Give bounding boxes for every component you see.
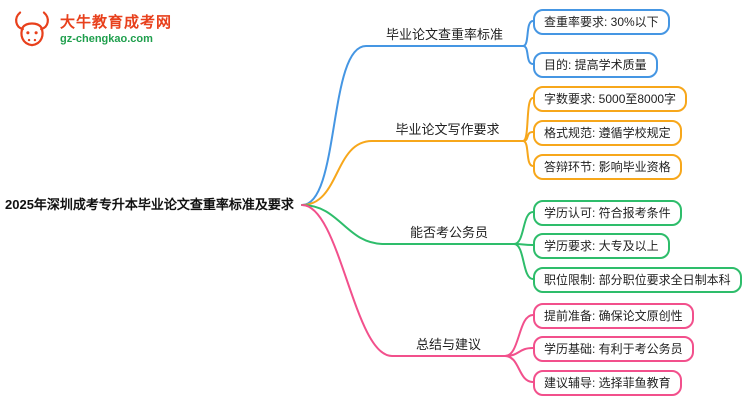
leaf-node: 建议辅导: 选择菲鱼教育 [533, 370, 682, 396]
leaf-node: 答辩环节: 影响毕业资格 [533, 154, 682, 180]
leaf-node: 查重率要求: 30%以下 [533, 9, 670, 35]
connector-branch2-leaf2 [522, 131, 534, 142]
leaf-node: 目的: 提高学术质量 [533, 52, 658, 78]
leaf-node: 职位限制: 部分职位要求全日制本科 [533, 267, 742, 293]
site-domain: gz-chengkao.com [60, 32, 153, 45]
connector-branch2-leaf3 [522, 140, 534, 167]
leaf-node: 字数要求: 5000至8000字 [533, 86, 688, 112]
connector-root-to-branch-4 [301, 204, 506, 357]
connector-root-to-branch-3 [301, 204, 515, 245]
connector-branch4-leaf1 [504, 314, 534, 357]
brand-name: 大牛教育成考网 [60, 13, 173, 31]
branch-1-connector-group [301, 20, 534, 206]
connector-branch3-leaf1 [513, 211, 534, 245]
connector-branch1-leaf1 [522, 20, 534, 47]
leaf-node: 格式规范: 遵循学校规定 [533, 120, 682, 146]
branch-writing-requirements: 毕业论文写作要求 [395, 122, 500, 137]
connector-branch1-leaf2 [522, 45, 534, 65]
branch-summary-suggestions: 总结与建议 [415, 337, 481, 352]
connector-branch3-leaf3 [513, 243, 534, 280]
connector-branch4-leaf2 [504, 347, 534, 357]
branch-civil-service-eligibility: 能否考公务员 [409, 225, 488, 240]
branch-3-connector-group [301, 204, 534, 280]
branch-4-connector-group [301, 204, 534, 383]
leaf-node: 学历基础: 有利于考公务员 [533, 336, 694, 362]
logo-text-block: 大牛教育成考网 gz-chengkao.com [60, 14, 172, 47]
bull-logo-icon [10, 8, 54, 52]
connector-root-to-branch-1 [301, 45, 524, 206]
leaf-node: 提前准备: 确保论文原创性 [533, 303, 694, 329]
branch-duplicate-rate-standard: 毕业论文查重率标准 [385, 27, 503, 42]
leaf-node: 学历认可: 符合报考条件 [533, 200, 682, 226]
branch-2-connector-group [301, 97, 534, 206]
connector-root-to-branch-2 [301, 140, 524, 206]
leaf-node: 学历要求: 大专及以上 [533, 233, 670, 259]
connector-branch4-leaf3 [504, 355, 534, 383]
site-logo: 大牛教育成考网 gz-chengkao.com [10, 8, 172, 52]
root-node: 2025年深圳成考专升本毕业论文查重率标准及要求 [5, 197, 294, 212]
